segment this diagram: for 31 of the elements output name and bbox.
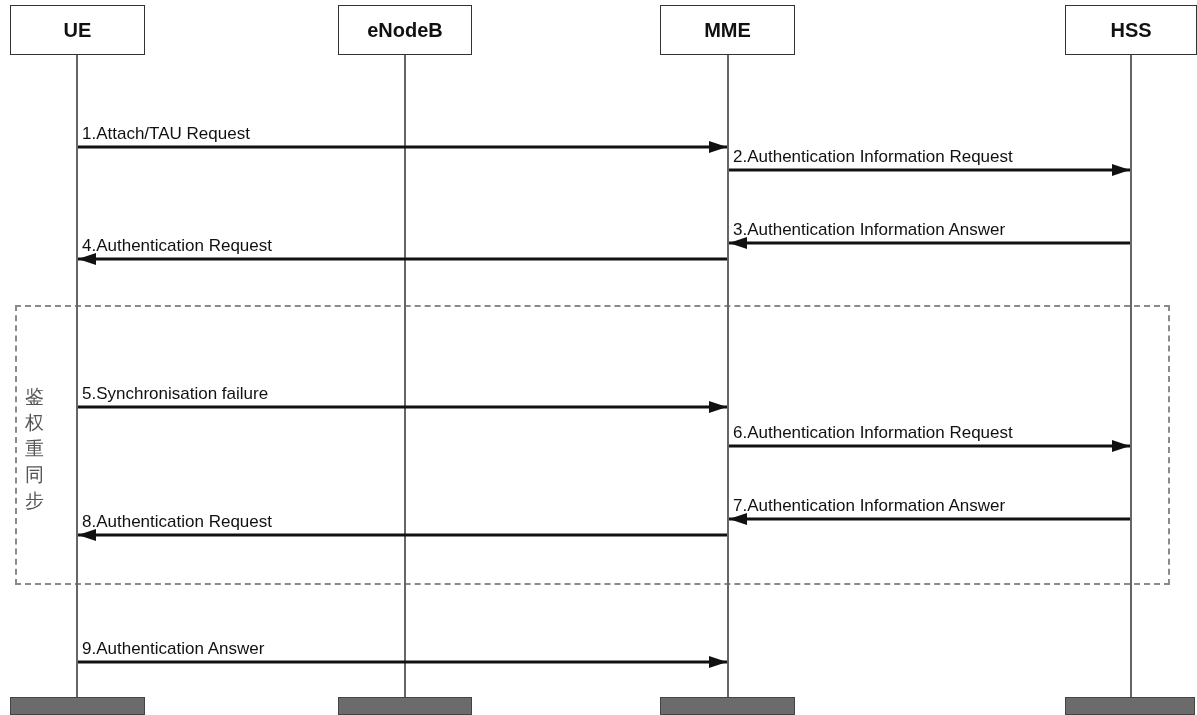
- lifeline: [404, 55, 406, 697]
- lifeline-end-bar: [1065, 697, 1195, 715]
- message-label: 8.Authentication Request: [82, 512, 272, 532]
- message-arrow: [78, 529, 727, 541]
- message-label: 3.Authentication Information Answer: [733, 220, 1006, 240]
- message-label: 6.Authentication Information Request: [733, 423, 1013, 443]
- message-arrow: [729, 164, 1130, 176]
- message-arrow: [78, 253, 727, 265]
- message-label: 7.Authentication Information Answer: [733, 496, 1006, 516]
- message-arrow: [78, 141, 727, 153]
- message-arrow: [78, 401, 727, 413]
- message-arrow: [78, 656, 727, 668]
- participant-box: UE: [10, 5, 145, 55]
- message-label: 1.Attach/TAU Request: [82, 124, 250, 144]
- message-label: 4.Authentication Request: [82, 236, 272, 256]
- frame-label: 鉴权重同步: [23, 384, 45, 513]
- lifeline: [76, 55, 78, 697]
- participant-box: MME: [660, 5, 795, 55]
- lifeline: [727, 55, 729, 697]
- message-label: 2.Authentication Information Request: [733, 147, 1013, 167]
- lifeline-end-bar: [338, 697, 472, 715]
- message-arrow: [729, 440, 1130, 452]
- message-label: 5.Synchronisation failure: [82, 384, 269, 404]
- participant-box: HSS: [1065, 5, 1197, 55]
- lifeline: [1130, 55, 1132, 697]
- lifeline-end-bar: [10, 697, 145, 715]
- message-label: 9.Authentication Answer: [82, 639, 265, 659]
- participant-box: eNodeB: [338, 5, 472, 55]
- message-arrow: [729, 513, 1130, 525]
- lifeline-end-bar: [660, 697, 795, 715]
- message-arrow: [729, 237, 1130, 249]
